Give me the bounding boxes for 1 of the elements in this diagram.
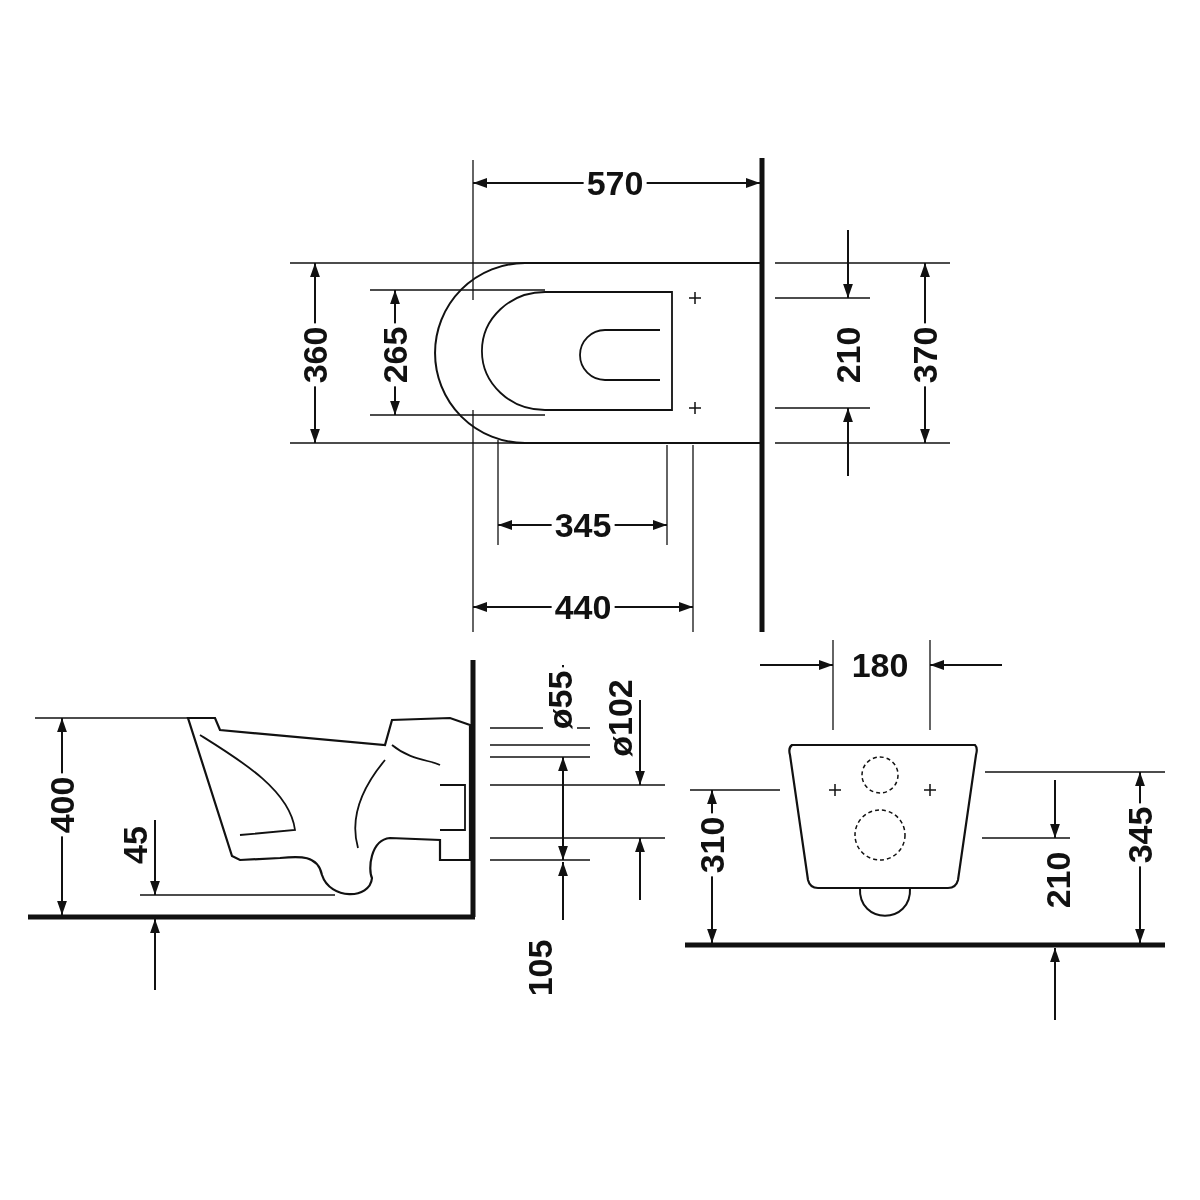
dimension-label: ø55 xyxy=(543,667,577,733)
